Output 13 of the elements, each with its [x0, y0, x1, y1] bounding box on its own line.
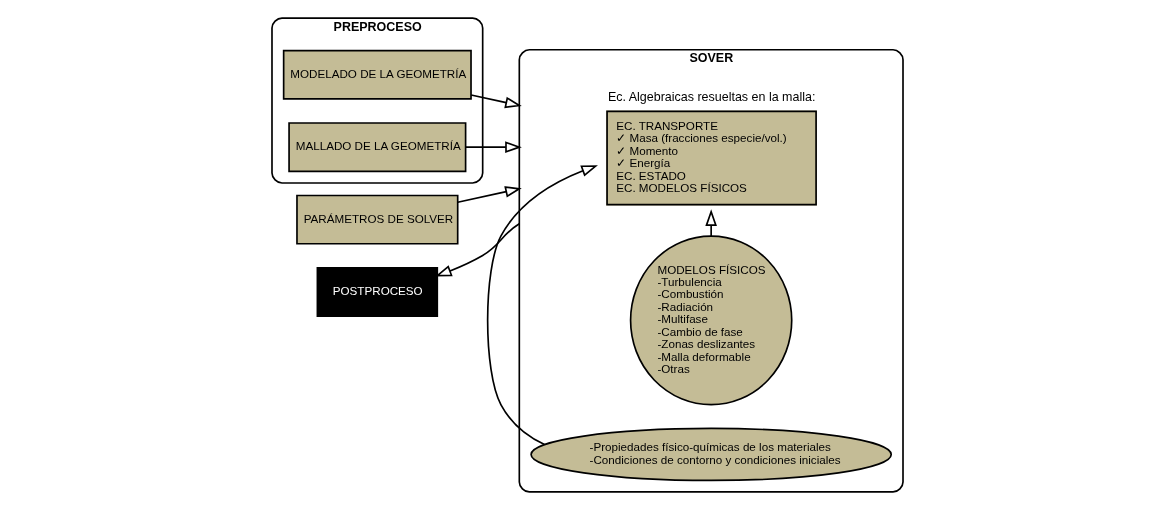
node-ellipse: -Propiedades físico-químicas de los materiales -Condiciones de contorno y condiciones iniciales — [530, 427, 893, 482]
node-box: POSTPROCESO — [316, 267, 439, 318]
arrow — [435, 222, 521, 277]
arrow — [705, 209, 717, 237]
arrow — [470, 94, 522, 109]
node-box: MODELADO DE LA GEOMETRÍA — [282, 49, 472, 100]
arrow — [456, 186, 522, 204]
arrow — [464, 141, 522, 153]
arrow — [486, 165, 598, 446]
node-circle: MODELOS FÍSICOS -Turbulencia -Combustión -Radiación -Multifase -Cambio de fase -Zonas deslizantes -Malla deformable -Otras — [629, 235, 793, 406]
node-label: Ec. Algebraicas resueltas en la malla: — [607, 90, 816, 105]
node-box: PARÁMETROS DE SOLVER — [296, 194, 459, 245]
node-box: MALLADO DE LA GEOMETRÍA — [288, 122, 467, 173]
